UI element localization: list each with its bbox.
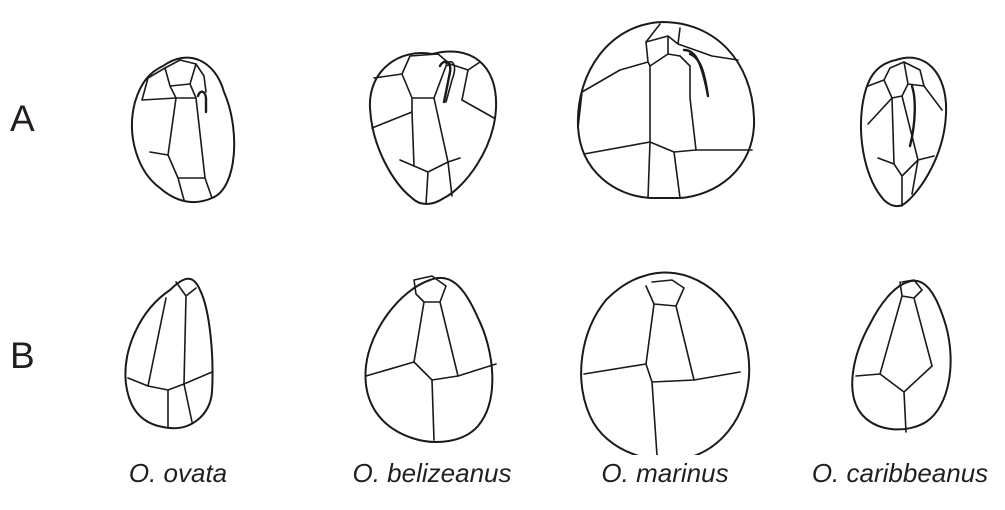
ovata-view-b bbox=[125, 279, 212, 428]
marinus-view-a bbox=[578, 22, 754, 198]
ovata-view-a bbox=[132, 58, 234, 202]
caribbeanus-view-a bbox=[861, 58, 946, 206]
marinus-view-b bbox=[581, 273, 749, 455]
species-label-ovata: O. ovata bbox=[129, 458, 227, 489]
belizeanus-view-b bbox=[365, 276, 496, 442]
plate-diagram bbox=[0, 0, 1005, 455]
species-label-caribbeanus: O. caribbeanus bbox=[812, 458, 988, 489]
caribbeanus-view-b bbox=[852, 280, 950, 432]
species-label-marinus: O. marinus bbox=[601, 458, 728, 489]
species-label-belizeanus: O. belizeanus bbox=[353, 458, 512, 489]
belizeanus-view-a bbox=[370, 51, 496, 204]
